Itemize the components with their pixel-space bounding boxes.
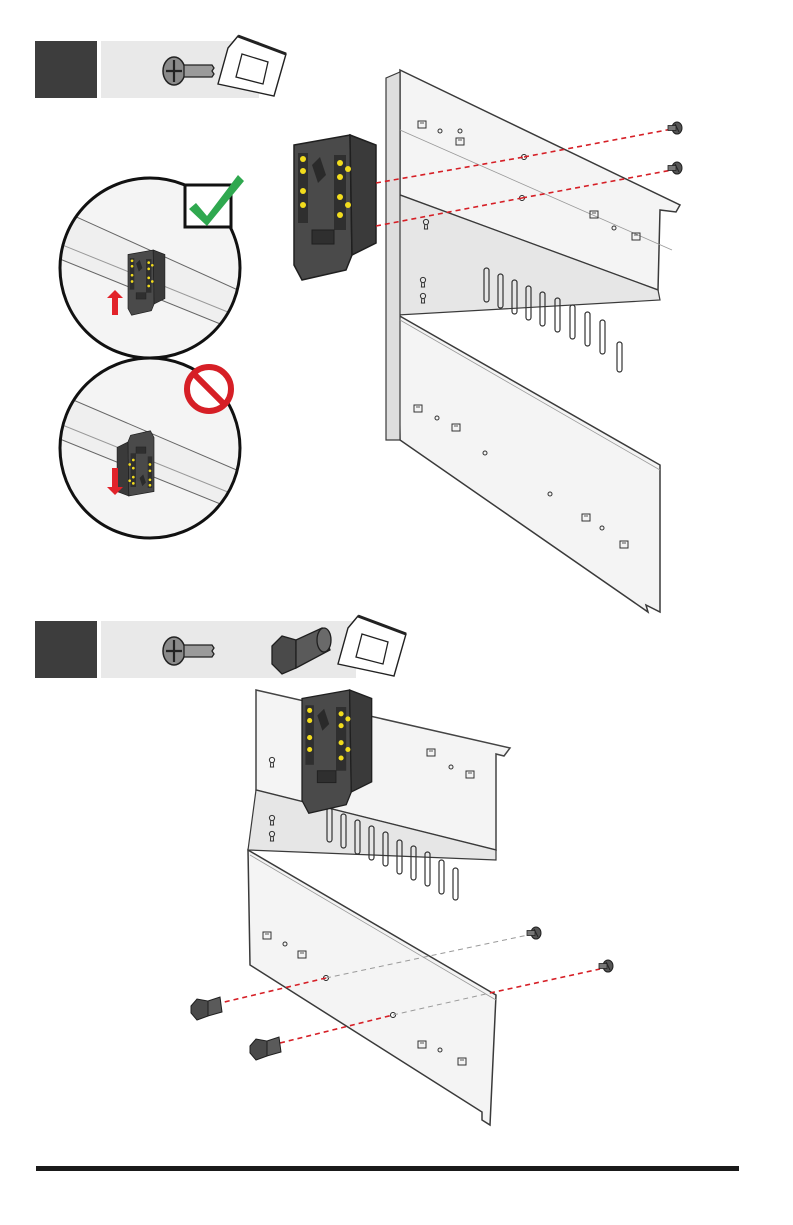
step-1-screw-icon	[163, 57, 214, 85]
step-2-screw-icon	[163, 637, 214, 665]
step-2-standoff-lower	[250, 1037, 281, 1060]
step-1-screw-upper	[668, 122, 682, 134]
step-2-screw-lower	[599, 960, 613, 972]
step-2-hex-standoff-icon	[272, 628, 331, 674]
step-2-hardware-bag-icon	[338, 616, 406, 676]
step-1-screw-lower	[668, 162, 682, 174]
step-2-standoff-upper	[191, 997, 222, 1020]
correct-orientation-inset	[50, 175, 260, 358]
step-1-panel	[386, 70, 680, 612]
step-2-screw-upper	[527, 927, 541, 939]
step-1-hardware-bag-icon	[218, 36, 286, 96]
step-2-panel	[248, 690, 510, 1125]
step-1-bracket	[294, 135, 376, 280]
prohibited-icon	[187, 367, 231, 411]
incorrect-orientation-inset	[50, 358, 260, 538]
